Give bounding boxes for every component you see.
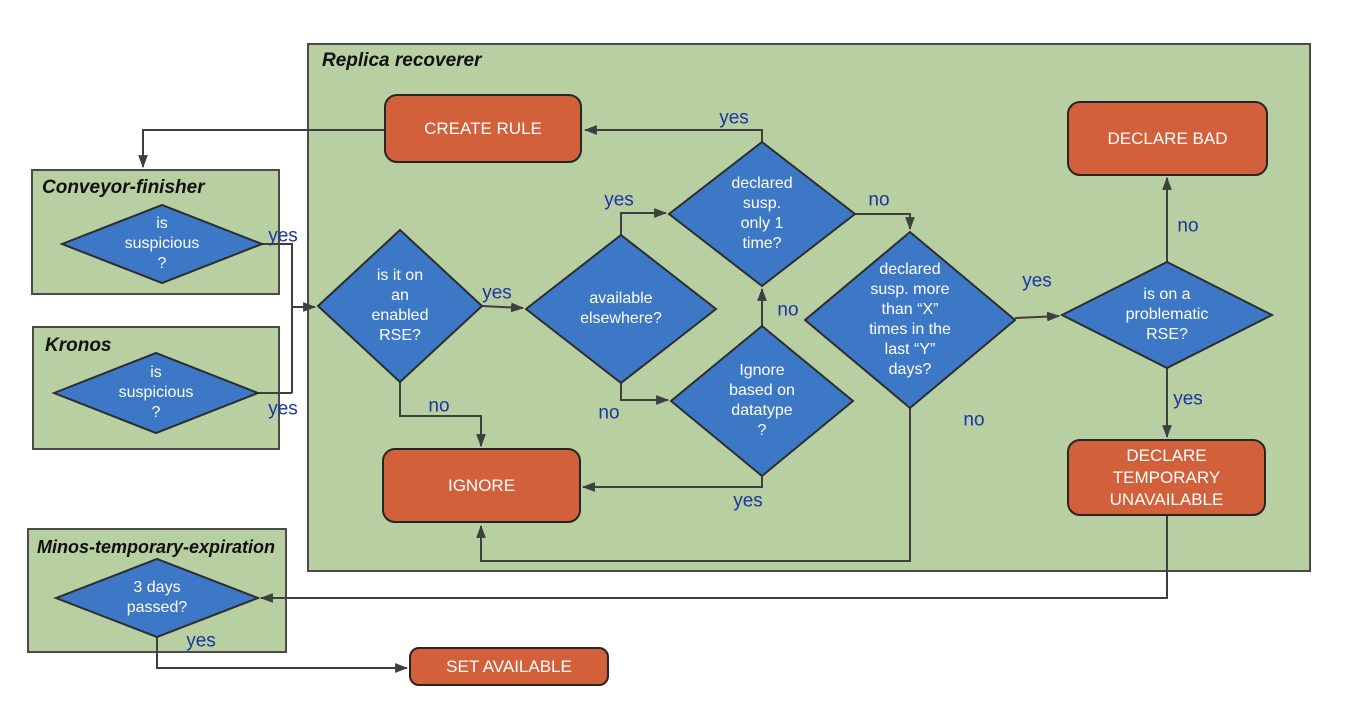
decision-conveyor-is-suspicious [59,203,265,285]
edge-available-elsewhere-yes [620,208,668,235]
edge-enabled-rse-no [399,382,486,448]
edge-declared-once-yes-to-create-rule [583,125,763,144]
action-declare-bad [1067,101,1268,176]
decision-available-elsewhere [524,233,718,385]
decision-declared-once [667,140,857,288]
edge-ignore-datatype-yes [581,476,763,492]
decision-enabled-rse [316,228,484,384]
edge-declare-temp-to-minos [259,515,1168,603]
action-create-rule [384,94,582,163]
action-set-available [409,647,609,686]
decision-ignore-datatype [669,324,855,478]
decision-declared-more [803,230,1017,410]
decision-3-days-passed [53,557,261,639]
edge-enabled-rse-yes [481,302,525,313]
edge-declared-once-no [855,213,915,231]
decision-kronos-is-suspicious [51,351,261,435]
decision-problematic-rse [1059,260,1275,370]
edge-conveyor-yes [262,243,293,393]
edge-minos-yes-to-set-available [156,637,409,673]
action-declare-temporary-unavailable [1067,439,1266,516]
edge-declared-more-yes [1014,311,1061,322]
edge-create-rule-to-conveyor [138,129,385,169]
action-ignore [382,448,581,523]
edge-declared-more-no [476,408,911,562]
edge-available-elsewhere-no [620,383,670,405]
